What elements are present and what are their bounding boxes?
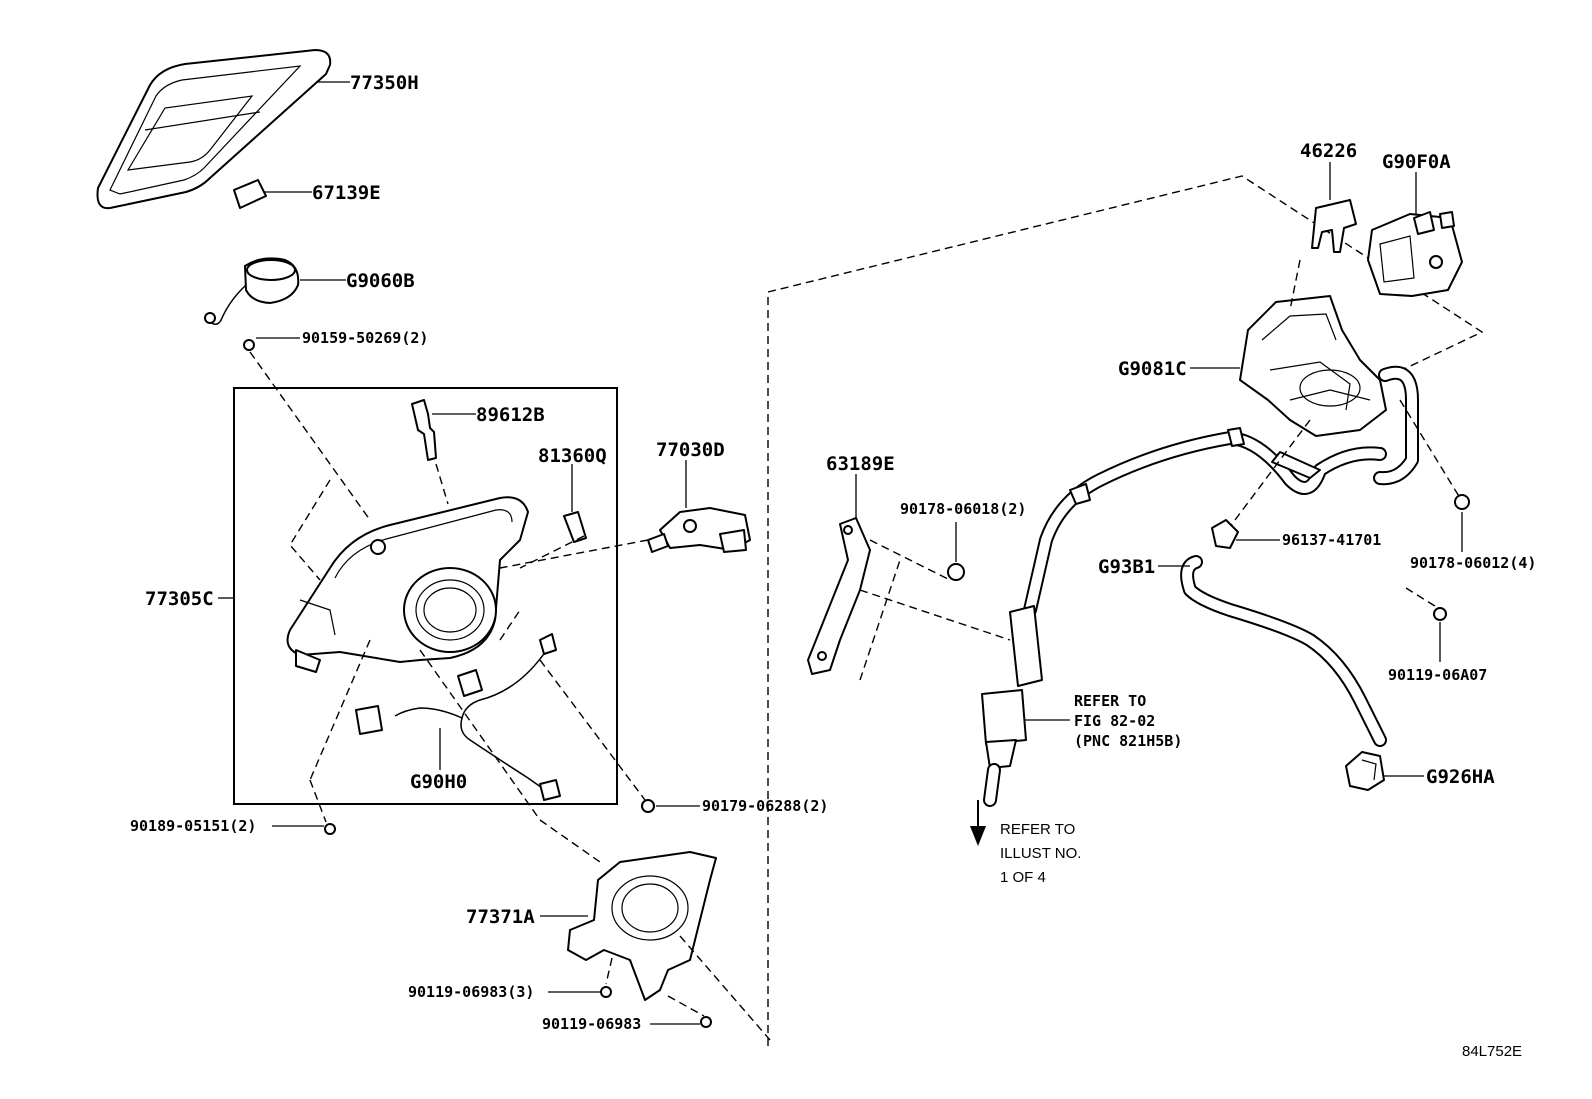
callout-81360Q[interactable]: 81360Q [538,445,607,467]
callout-96137[interactable]: 96137-41701 [1282,531,1381,549]
callout-G90F0A[interactable]: G90F0A [1382,151,1451,173]
callout-89612B[interactable]: 89612B [476,404,545,426]
bracket-63189E[interactable] [807,517,871,675]
callout-90119-A07[interactable]: 90119-06A07 [1388,666,1487,684]
actuator-77030D[interactable] [647,507,751,553]
callout-90159[interactable]: 90159-50269(2) [302,329,428,347]
diagram-id: 84L752E [1462,1043,1522,1060]
callout-67139E[interactable]: 67139E [312,182,381,204]
callout-63189E[interactable]: 63189E [826,453,895,475]
callout-G93B1[interactable]: G93B1 [1098,556,1155,578]
callout-77350H[interactable]: 77350H [350,72,419,94]
nut-90178-4[interactable] [1454,494,1470,510]
lock-G90F0A[interactable] [1367,211,1463,297]
callout-90178-2[interactable]: 90178-06018(2) [900,500,1026,518]
callout-90119-3[interactable]: 90119-06983(3) [408,983,534,1001]
refer-fig-line2: FIG 82-02 [1074,712,1155,730]
callout-G9060B[interactable]: G9060B [346,270,415,292]
clip-81360Q[interactable] [563,511,587,543]
callout-90189[interactable]: 90189-05151(2) [130,817,256,835]
valve-G926HA[interactable] [1345,751,1385,791]
harness-G90H0[interactable] [355,633,561,801]
dashed-guides-right [1219,259,1461,609]
screw-90119-A07[interactable] [1433,607,1447,621]
callout-77030D[interactable]: 77030D [656,439,725,461]
fuel-door-part[interactable] [96,49,332,210]
nut-90178-2[interactable] [947,563,965,581]
clip-46226[interactable] [1311,199,1357,253]
nut-90179[interactable] [641,799,655,813]
screw-90159[interactable] [243,339,255,351]
dashed-guides-left [249,351,771,1041]
screw-90119-3[interactable] [600,986,612,998]
callout-46226[interactable]: 46226 [1300,140,1357,162]
screw-90119-1[interactable] [700,1016,712,1028]
refer-fig-line1: REFER TO [1074,692,1146,710]
refer-fig-line3: (PNC 821H5B) [1074,732,1182,750]
callout-G9081C[interactable]: G9081C [1118,358,1187,380]
callout-G90H0[interactable]: G90H0 [410,771,467,793]
callout-90179[interactable]: 90179-06288(2) [702,797,828,815]
callout-G926HA[interactable]: G926HA [1426,766,1495,788]
down-arrow [970,800,986,846]
callout-77371A[interactable]: 77371A [466,906,535,928]
callout-77305C[interactable]: 77305C [145,588,214,610]
hose-G93B1[interactable] [1180,555,1387,747]
fuel-cap-part[interactable] [204,257,300,325]
housing-G9081C[interactable] [1239,295,1387,437]
refer-illust-line2: ILLUST NO. [1000,845,1081,862]
callout-90119-1[interactable]: 90119-06983 [542,1015,641,1033]
assembly-boundary-box [233,387,618,805]
label-tag-part[interactable] [233,179,267,209]
bracket-77371A[interactable] [567,851,717,1001]
fuel-housing-part[interactable] [286,496,529,673]
dashed-guides-63189E [859,539,1011,681]
refer-illust-line1: REFER TO [1000,821,1075,838]
screw-90189[interactable] [324,823,336,835]
clamp-96137[interactable] [1211,519,1239,549]
inlet-pipe-assembly[interactable] [981,365,1419,807]
dashed-region-boundary [767,175,1484,1046]
refer-illust-line3: 1 OF 4 [1000,869,1046,886]
callout-90178-4[interactable]: 90178-06012(4) [1410,554,1536,572]
sensor-89612B[interactable] [411,399,437,461]
